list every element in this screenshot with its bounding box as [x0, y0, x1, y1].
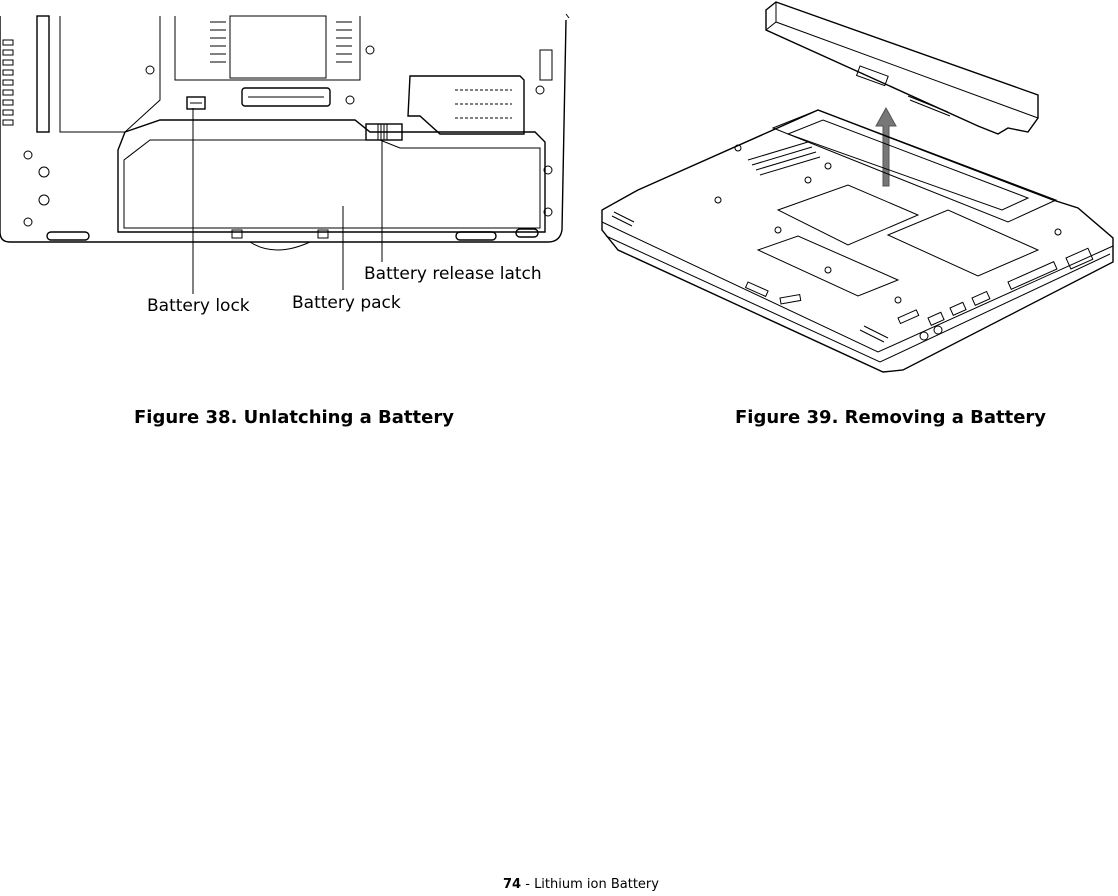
callout-battery-pack: Battery pack [292, 293, 401, 313]
footer-separator: - [521, 877, 535, 892]
page-footer: 74 - Lithium ion Battery [503, 877, 659, 892]
figure-38-illustration [0, 0, 570, 330]
figure-38-caption: Figure 38. Unlatching a Battery [134, 407, 454, 428]
callout-battery-lock: Battery lock [147, 296, 250, 316]
footer-section-title: Lithium ion Battery [534, 877, 659, 892]
page-number: 74 [503, 877, 522, 892]
callout-battery-release-latch: Battery release latch [364, 264, 542, 284]
figure-39-caption: Figure 39. Removing a Battery [735, 407, 1047, 428]
figure-39-illustration [598, 0, 1118, 380]
